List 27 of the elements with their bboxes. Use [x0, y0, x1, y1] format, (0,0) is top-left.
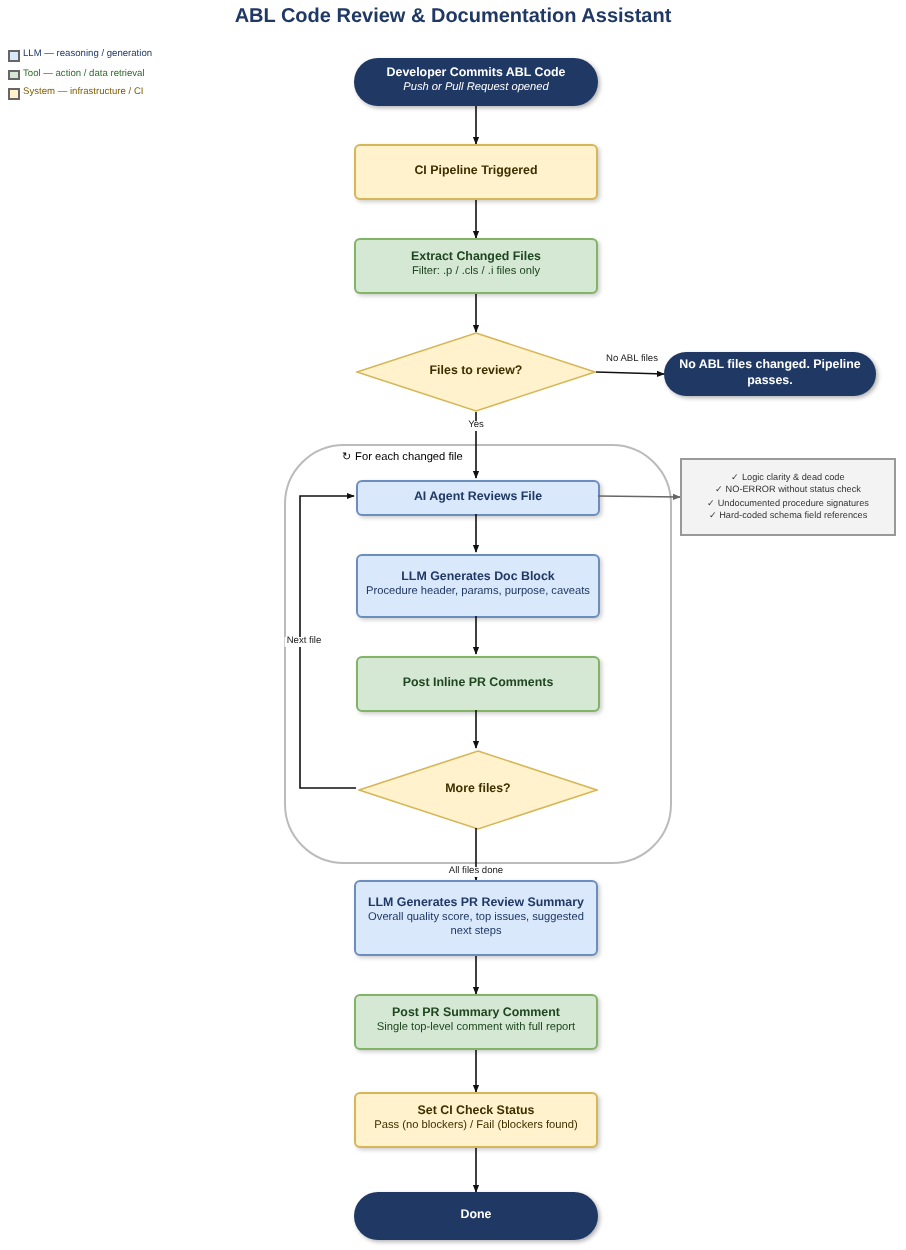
- process-box: [354, 880, 598, 956]
- loop-container: [284, 444, 672, 864]
- terminal-pill: [354, 58, 598, 106]
- terminal-pill: [664, 352, 876, 396]
- process-box: [354, 1092, 598, 1148]
- diagram-title: ABL Code Review & Documentation Assistant: [232, 6, 674, 28]
- arrow: [472, 513, 480, 553]
- process-box: [356, 480, 600, 516]
- arrow: [472, 293, 480, 333]
- arrow: [472, 955, 480, 995]
- process-box: [354, 994, 598, 1050]
- process-box: [354, 144, 598, 200]
- arrow: [472, 1049, 480, 1093]
- arrow: [472, 105, 480, 145]
- note-card: [680, 458, 896, 536]
- arrow: [472, 199, 480, 239]
- arrow: [597, 493, 681, 501]
- arrow: [472, 615, 480, 655]
- arrow: [472, 709, 480, 749]
- terminal-pill: [354, 1192, 598, 1240]
- arrow: [472, 1147, 480, 1193]
- arrow: [472, 411, 480, 479]
- process-box: [356, 554, 600, 618]
- process-box: [354, 238, 598, 294]
- process-box: [356, 656, 600, 712]
- arrow: [299, 492, 357, 789]
- arrow: [595, 370, 665, 377]
